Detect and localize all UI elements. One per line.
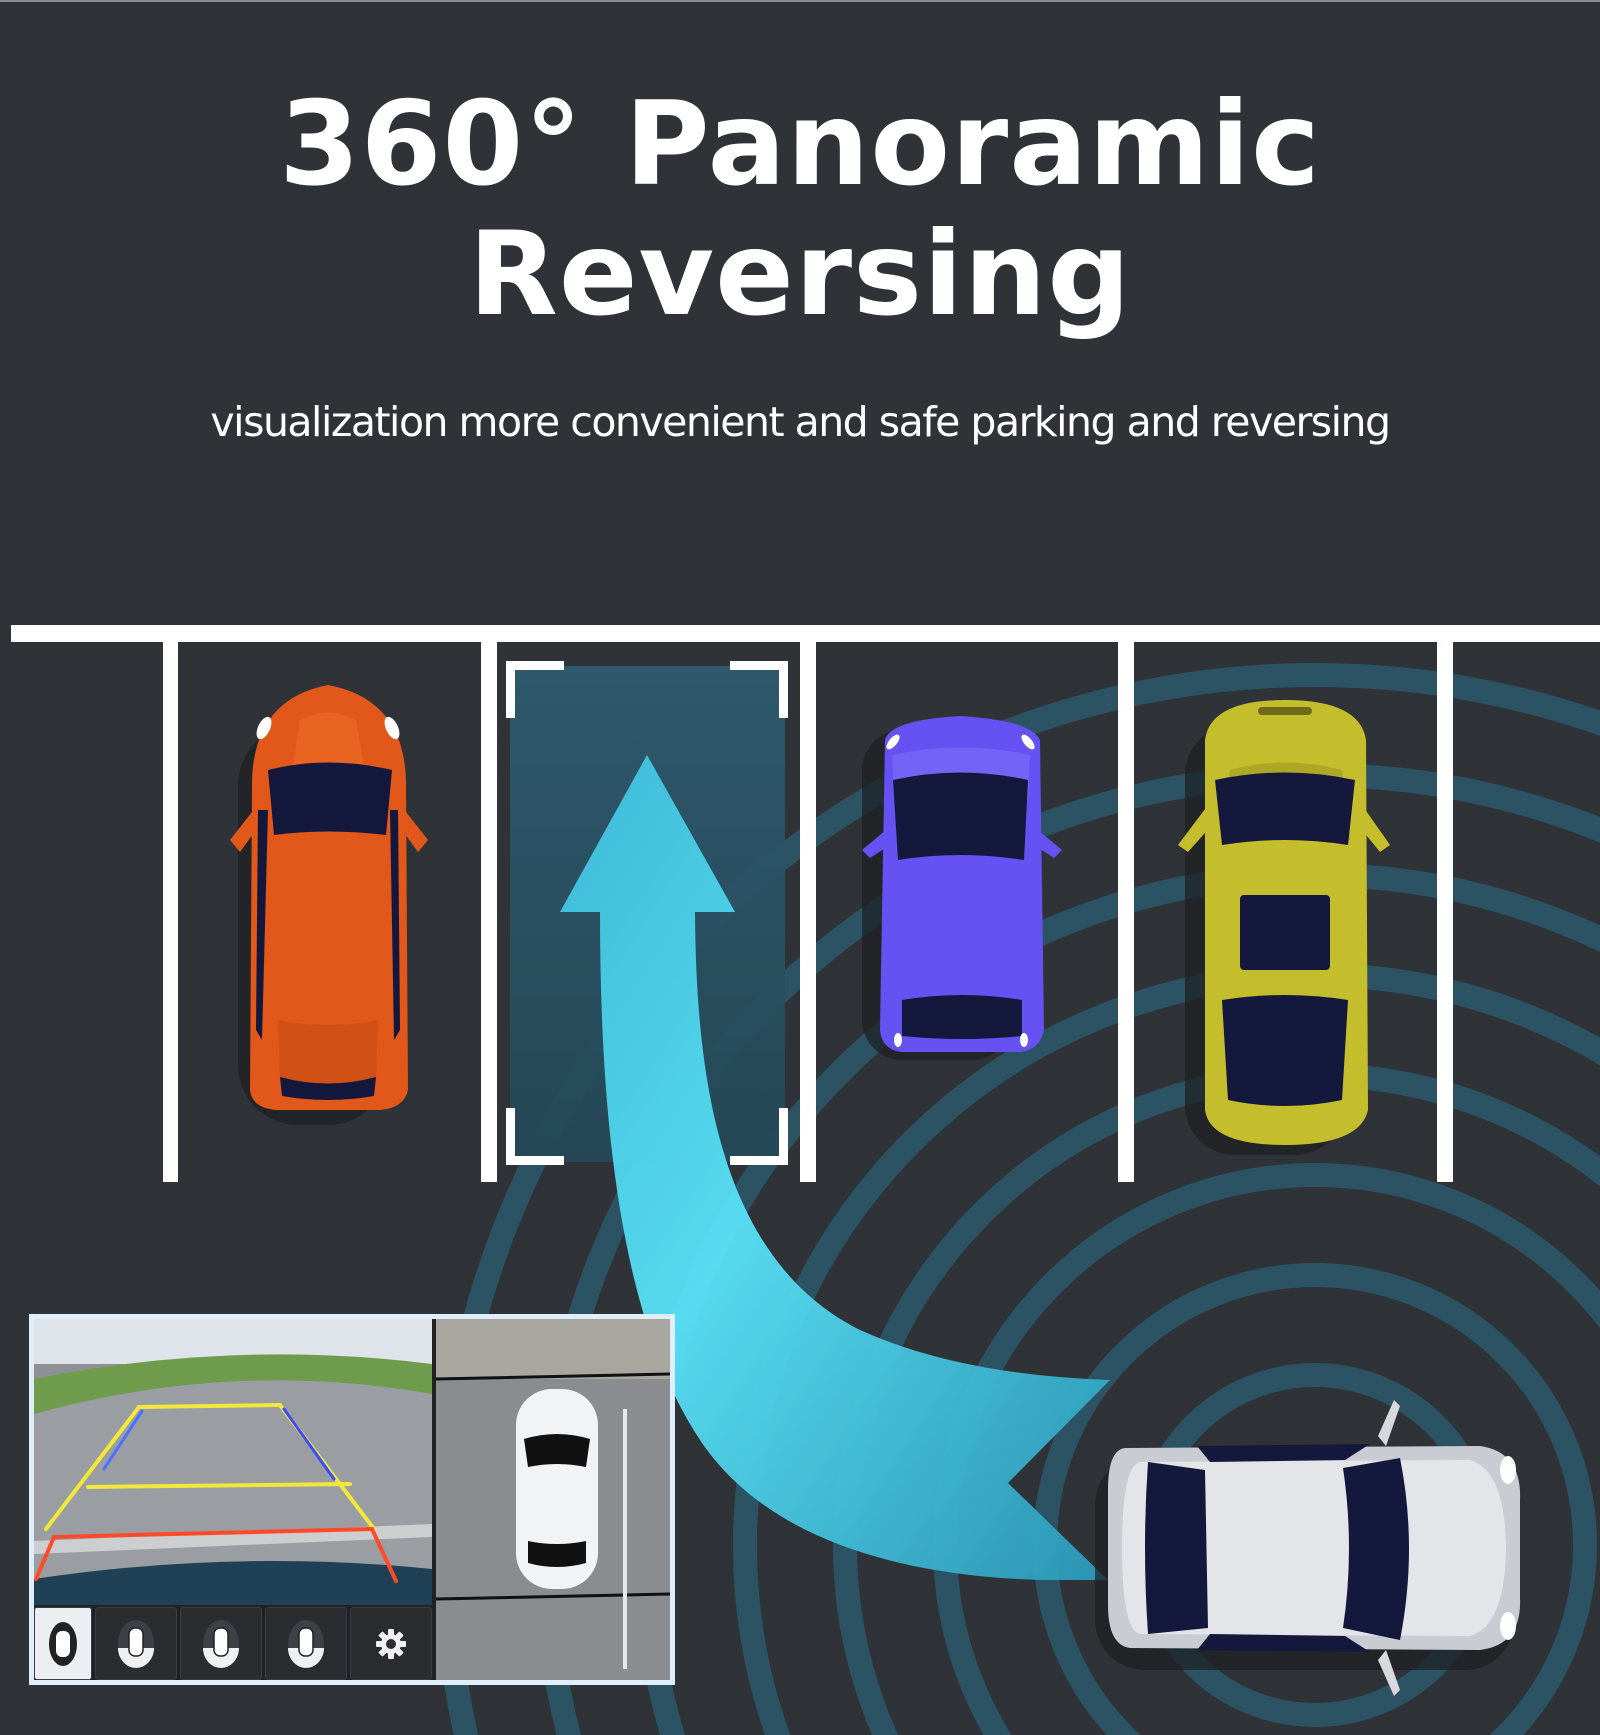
side-view-button[interactable] [265,1607,347,1680]
title-line-1: 360° Panoramic [279,77,1321,212]
rear-camera-view [34,1319,432,1605]
page-title: 360° Panoramic Reversing [0,80,1600,340]
birds-eye-view [436,1319,670,1680]
settings-gear-icon [376,1628,406,1659]
white-reversing-car [1095,1400,1521,1696]
car-front-view-icon [118,1619,154,1668]
orange-suv-car [230,685,428,1125]
top-edge-line [0,0,1600,2]
rear-view-button[interactable] [180,1607,262,1680]
page-subtitle: visualization more convenient and safe p… [210,398,1391,446]
yellow-sedan-car [1178,700,1390,1155]
car-rear-view-icon [203,1619,239,1668]
front-view-button[interactable] [95,1607,177,1680]
car-360-view-icon [49,1621,77,1666]
view-360-button[interactable] [34,1607,92,1680]
inset-display-screen [29,1314,675,1685]
car-side-view-icon [288,1619,324,1668]
reverse-path-arrow [560,755,1110,1580]
title-line-2: Reversing [468,207,1132,342]
blue-hatchback-car [862,716,1062,1060]
settings-button[interactable] [350,1607,432,1680]
camera-mode-button-row [34,1607,432,1680]
parking-lines [11,625,1600,1182]
